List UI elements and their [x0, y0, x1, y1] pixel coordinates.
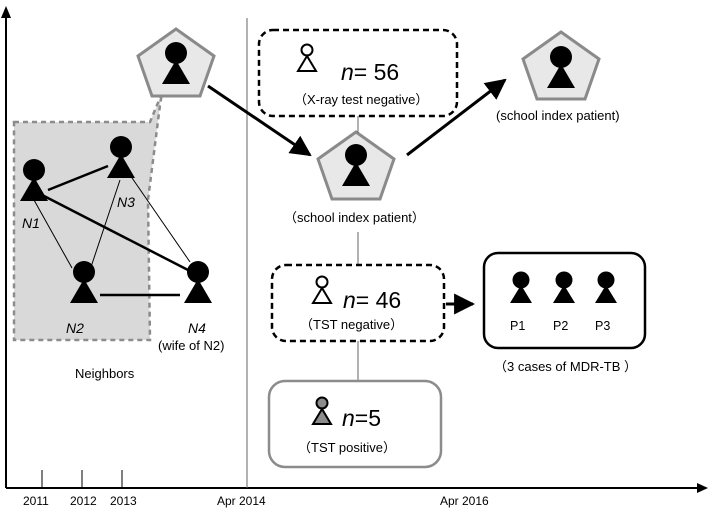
apr-2014-label: Apr 2014	[217, 494, 266, 508]
tst-negative-box	[270, 263, 446, 343]
xray-note: （X-ray test negative）	[294, 92, 428, 107]
year-2013-label: 2013	[110, 494, 137, 508]
school-index-right-label: (school index patient)	[496, 108, 620, 123]
tst-positive-box	[267, 379, 443, 469]
transmission-arrow-to-school-index	[207, 84, 312, 157]
neighbor-n3-label: N3	[117, 194, 135, 210]
p2-label: P2	[553, 319, 568, 333]
year-2011-label: 2011	[23, 494, 49, 508]
tst-positive-person-icon	[311, 396, 333, 425]
neighbor-links	[33, 164, 191, 297]
vertical-axis-arrowhead	[1, 6, 11, 18]
xray-outline-person-icon	[296, 43, 318, 72]
p3-label: P3	[595, 319, 610, 333]
tst-negative-note: （TST negative）	[300, 317, 403, 332]
tst-negative-outline-person-icon	[311, 275, 333, 304]
year-2012-label: 2012	[70, 494, 97, 508]
school-index-center-label: （school index patient）	[284, 210, 425, 225]
neighbor-n2-label: N2	[66, 320, 84, 336]
time-axis-arrowhead	[697, 483, 708, 493]
apr-2016-label: Apr 2016	[440, 494, 489, 508]
neighbor-n4-note: (wife of N2)	[158, 338, 224, 353]
neighbor-n1-label: N1	[22, 215, 40, 231]
xray-count: n= 56	[341, 59, 399, 85]
neighbor-n4-person-icon	[184, 261, 212, 303]
tst-positive-note: （TST positive）	[298, 440, 396, 455]
tst-negative-count: n= 46	[343, 287, 401, 313]
p1-label: P1	[510, 319, 525, 333]
tst-positive-count: n=5	[342, 405, 381, 431]
neighbor-n4-label: N4	[188, 320, 206, 336]
neighbors-label: Neighbors	[75, 366, 135, 381]
mdr-caption: （3 cases of MDR-TB ）	[494, 359, 637, 374]
transmission-arrow-to-right-patient	[406, 78, 507, 157]
